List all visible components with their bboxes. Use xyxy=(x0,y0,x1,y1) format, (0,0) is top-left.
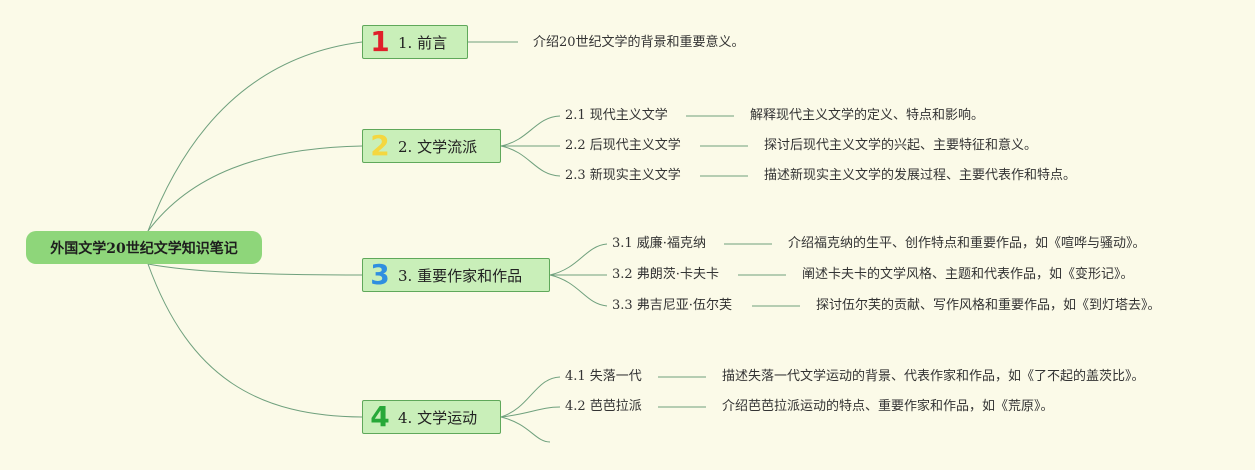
topic-node-1[interactable]: 1 1. 前言 xyxy=(362,25,468,59)
subtopic-2-3-description: 描述新现实主义文学的发展过程、主要代表作和特点。 xyxy=(764,168,1077,183)
root-title: 外国文学20世纪文学知识笔记 xyxy=(50,240,238,257)
number-two-icon: 2 xyxy=(370,129,390,162)
root-to-topic-4 xyxy=(147,263,363,418)
subtopic-3-1[interactable]: 3.1 威廉·福克纳 xyxy=(612,236,706,251)
subtopic-2-1-description: 解释现代主义文学的定义、特点和影响。 xyxy=(750,108,985,123)
subtopic-3-1-description: 介绍福克纳的生平、创作特点和重要作品，如《喧哗与骚动》。 xyxy=(788,236,1146,251)
topic4-to-empty xyxy=(500,416,551,443)
subtopic-3-2-description: 阐述卡夫卡的文学风格、主题和代表作品，如《变形记》。 xyxy=(802,267,1134,282)
subtopic-2-1[interactable]: 2.1 现代主义文学 xyxy=(565,108,668,123)
topic-label-2: 2. 文学流派 xyxy=(398,137,478,156)
topic4-to-sub-4-2 xyxy=(500,406,561,418)
topic3-to-sub-3-1 xyxy=(549,243,608,276)
topic3-to-sub-3-3 xyxy=(549,274,608,307)
topic-label-4: 4. 文学运动 xyxy=(398,408,478,427)
root-to-topic-2 xyxy=(147,145,363,232)
subtopic-3-2[interactable]: 3.2 弗朗茨·卡夫卡 xyxy=(612,267,719,282)
root-to-topic-3 xyxy=(147,263,363,276)
subtopic-2-2[interactable]: 2.2 后现代主义文学 xyxy=(565,138,681,153)
topic-label-3: 3. 重要作家和作品 xyxy=(398,266,523,285)
topic-label-1: 1. 前言 xyxy=(398,33,448,52)
subtopic-4-1-description: 描述失落一代文学运动的背景、代表作家和作品，如《了不起的盖茨比》。 xyxy=(722,369,1145,384)
number-one-icon: 1 xyxy=(370,25,390,58)
topic-1-description: 介绍20世纪文学的背景和重要意义。 xyxy=(533,35,745,50)
subtopic-2-3[interactable]: 2.3 新现实主义文学 xyxy=(565,168,681,183)
subtopic-2-2-description: 探讨后现代主义文学的兴起、主要特征和意义。 xyxy=(764,138,1038,153)
number-four-icon: 4 xyxy=(370,400,390,433)
topic-node-3[interactable]: 3 3. 重要作家和作品 xyxy=(362,258,550,292)
topic4-to-sub-4-1 xyxy=(500,376,561,418)
root-node[interactable]: 外国文学20世纪文学知识笔记 xyxy=(26,231,262,264)
subtopic-3-3-description: 探讨伍尔芙的贡献、写作风格和重要作品，如《到灯塔去》。 xyxy=(816,298,1161,313)
root-to-topic-1 xyxy=(147,41,363,232)
number-three-icon: 3 xyxy=(370,258,390,291)
subtopic-4-2[interactable]: 4.2 芭芭拉派 xyxy=(565,399,642,414)
topic-node-4[interactable]: 4 4. 文学运动 xyxy=(362,400,501,434)
subtopic-3-3[interactable]: 3.3 弗吉尼亚·伍尔芙 xyxy=(612,298,732,313)
topic-node-2[interactable]: 2 2. 文学流派 xyxy=(362,129,501,163)
subtopic-4-2-description: 介绍芭芭拉派运动的特点、重要作家和作品，如《荒原》。 xyxy=(722,399,1054,414)
subtopic-4-1[interactable]: 4.1 失落一代 xyxy=(565,369,642,384)
topic2-to-sub-2-3 xyxy=(500,145,561,177)
topic2-to-sub-2-1 xyxy=(500,115,561,147)
